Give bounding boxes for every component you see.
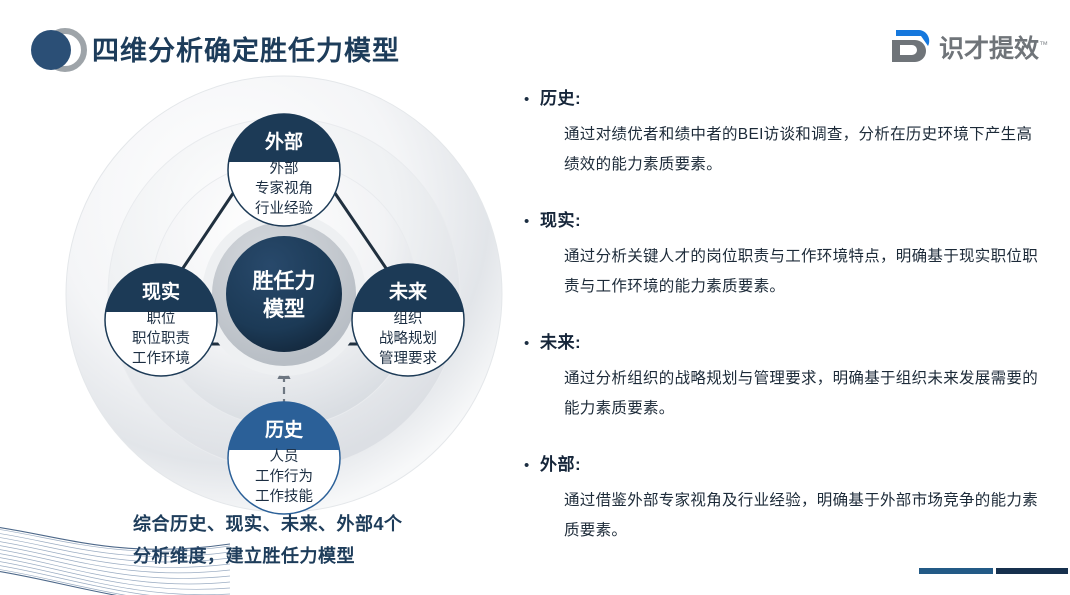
panel-block-history-title: 历史: (540, 89, 582, 108)
panel-block-external-title: 外部: (540, 455, 582, 474)
node-future-header: 未来 (388, 280, 427, 303)
diagram-node-reality[interactable]: 现实 职位 职位职责 工作环境 (104, 263, 218, 377)
node-future-line1: 组织 (394, 310, 423, 327)
d-letter-logo-icon (888, 28, 930, 67)
panel-block-external: • 外部: 通过借鉴外部专家视角及行业经验，明确基于外部市场竞争的能力素质要素。 (524, 450, 1044, 546)
explanation-panel: • 历史: 通过对绩优者和绩中者的BEI访谈和调查，分析在历史环境下产生高绩效的… (524, 84, 1044, 572)
node-future-line2: 战略规划 (379, 330, 437, 347)
bullet-icon: • (524, 335, 530, 352)
panel-block-reality-title: 现实: (540, 211, 582, 230)
competency-model-diagram: 胜任力 模型 外部 外部 专家视角 行业经验 现实 职位 (62, 72, 522, 522)
panel-block-history-body: 通过对绩优者和绩中者的BEI访谈和调查，分析在历史环境下产生高绩效的能力素质要素… (564, 126, 1033, 173)
diagram-caption: 综合历史、现实、未来、外部4个 分析维度，建立胜任力模型 (133, 508, 493, 572)
node-external-line1: 外部 (270, 160, 299, 177)
diagram-node-history[interactable]: 历史 人员 工作行为 工作技能 (227, 401, 341, 515)
node-external-line3: 行业经验 (255, 200, 313, 217)
center-core: 胜任力 模型 (202, 212, 366, 376)
page-title: 四维分析确定胜任力模型 (92, 36, 400, 66)
panel-block-history: • 历史: 通过对绩优者和绩中者的BEI访谈和调查，分析在历史环境下产生高绩效的… (524, 84, 1044, 180)
panel-block-reality: • 现实: 通过分析关键人才的岗位职责与工作环境特点，明确基于现实职位职责与工作… (524, 206, 1044, 302)
two-overlapping-circles-logo-icon (27, 26, 89, 74)
panel-block-future-title: 未来: (540, 333, 582, 352)
node-external-header: 外部 (265, 130, 303, 153)
diagram-node-external[interactable]: 外部 外部 专家视角 行业经验 (227, 113, 341, 227)
corp-logo-label: 识才提效 (938, 35, 1039, 63)
node-history-line1: 人员 (270, 448, 299, 465)
bullet-icon: • (524, 457, 530, 474)
center-label-line1: 胜任力 (253, 269, 316, 293)
node-history-line2: 工作行为 (255, 468, 313, 485)
corp-logo: 识才提效™ (888, 26, 1048, 68)
panel-block-future-body: 通过分析组织的战略规划与管理要求，明确基于组织未来发展需要的能力素质要素。 (564, 370, 1039, 417)
panel-block-external-body: 通过借鉴外部专家视角及行业经验，明确基于外部市场竞争的能力素质要素。 (564, 492, 1039, 539)
bullet-icon: • (524, 213, 530, 230)
diagram-node-future[interactable]: 未来 组织 战略规划 管理要求 (351, 263, 465, 377)
accent-bar-dark (996, 568, 1068, 574)
node-history-line3: 工作技能 (255, 488, 313, 505)
center-label-line2: 模型 (263, 297, 305, 321)
panel-block-reality-body: 通过分析关键人才的岗位职责与工作环境特点，明确基于现实职位职责与工作环境的能力素… (564, 248, 1039, 295)
node-reality-line3: 工作环境 (132, 349, 190, 367)
trademark-symbol: ™ (1039, 39, 1048, 50)
diagram-caption-line1: 综合历史、现实、未来、外部4个 (133, 514, 403, 534)
node-history-header: 历史 (265, 419, 304, 441)
node-reality-header: 现实 (142, 280, 180, 303)
slide-header: 四维分析确定胜任力模型 识才提效™ (0, 0, 1070, 82)
corp-logo-text: 识才提效™ (939, 29, 1048, 65)
node-future-line3: 管理要求 (379, 350, 437, 367)
bullet-icon: • (524, 91, 530, 108)
node-external-line2: 专家视角 (255, 180, 313, 197)
accent-bar-light (919, 568, 993, 574)
node-reality-line1: 职位 (147, 310, 176, 327)
diagram-caption-line2: 分析维度，建立胜任力模型 (133, 546, 355, 566)
panel-block-future: • 未来: 通过分析组织的战略规划与管理要求，明确基于组织未来发展需要的能力素质… (524, 328, 1044, 424)
node-reality-line2: 职位职责 (132, 330, 190, 347)
